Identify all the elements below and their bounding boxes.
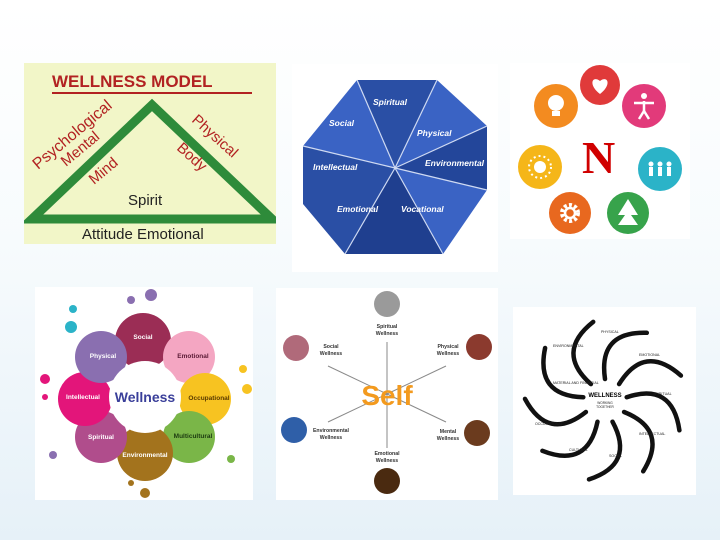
segment-social xyxy=(303,80,395,168)
octagon-label-spiritual: Spiritual xyxy=(373,97,408,107)
bubble-intellectual xyxy=(58,372,112,426)
pinwheel-arc xyxy=(621,409,655,474)
sun-icon xyxy=(528,155,552,179)
pinwheel-label-spiritual: SPIRITUAL xyxy=(653,392,672,396)
bubble-label-occupational: Occupational xyxy=(188,395,229,402)
bubble-label-multicultural: Multicultural xyxy=(174,433,213,440)
pinwheel-arc xyxy=(541,345,586,400)
bubble-multicultural xyxy=(163,411,215,463)
self-label-physical-2: Wellness xyxy=(437,351,460,357)
segment-physical xyxy=(395,80,487,168)
octagon-label-physical: Physical xyxy=(417,128,452,138)
person-icon xyxy=(634,93,654,120)
model-title: WELLNESS MODEL xyxy=(52,72,213,91)
bubble-wellness-panel: Wellness Social Emotional Occupational M… xyxy=(35,287,253,500)
pinwheel-arc xyxy=(540,419,600,458)
segment-vocational xyxy=(395,168,487,254)
tree-icon xyxy=(618,199,638,225)
octagon-wheel-panel: Spiritual Physical Environmental Vocatio… xyxy=(292,64,498,272)
bubble-label-physical: Physical xyxy=(90,353,117,360)
emotional-photo xyxy=(374,468,400,494)
self-label-physical-1: Physical xyxy=(437,344,459,350)
segment-emotional xyxy=(345,168,443,254)
model-base: Spirit xyxy=(128,192,163,209)
pinwheel-center-title: WELLNESS xyxy=(588,393,621,399)
people-icon xyxy=(648,161,672,176)
bubble-label-environmental: Environmental xyxy=(122,452,167,459)
pinwheel-arc xyxy=(601,330,650,382)
decorative-dots xyxy=(40,289,252,498)
self-label-spiritual-1: Spiritual xyxy=(377,324,398,330)
pinwheel-arc xyxy=(616,359,684,387)
self-label-emotional-2: Wellness xyxy=(376,458,399,464)
pinwheel-arc xyxy=(571,319,596,387)
bubble-social xyxy=(115,313,171,369)
mental-photo xyxy=(464,420,490,446)
self-label-environmental-2: Wellness xyxy=(320,435,343,441)
bubble-label-spiritual: Spiritual xyxy=(88,434,114,441)
pinwheel-arc xyxy=(624,391,682,433)
nebraska-ring-panel: N xyxy=(510,63,690,239)
octagon-label-emotional: Emotional xyxy=(337,204,379,214)
segment-intellectual xyxy=(303,146,395,254)
gear-icon xyxy=(560,203,580,223)
self-label-mental-1: Mental xyxy=(440,429,457,435)
pinwheel-center-sub-1: WORKING xyxy=(597,401,613,405)
self-center-label: Self xyxy=(361,380,413,411)
bubble-environmental xyxy=(117,425,173,481)
pinwheel-arcs xyxy=(522,319,684,482)
bubble-emotional xyxy=(163,331,215,383)
social-photo xyxy=(283,335,309,361)
bubble-label-social: Social xyxy=(133,334,152,341)
pinwheel-arc xyxy=(522,396,589,427)
octagon-label-vocational: Vocational xyxy=(401,204,444,214)
wellness-model-panel: WELLNESS MODEL Psychological Mental Mind… xyxy=(24,63,276,244)
bubble-physical xyxy=(75,331,127,383)
bubble-label-intellectual: Intellectual xyxy=(66,394,100,401)
pinwheel-center-sub-2: TOGETHER xyxy=(596,405,614,409)
bubble-label-emotional: Emotional xyxy=(177,353,209,360)
pinwheel-label-physical: PHYSICAL xyxy=(601,330,619,334)
pinwheel-label-intellectual: INTELLECTUAL xyxy=(639,432,665,436)
self-label-environmental-1: Environmental xyxy=(313,428,350,434)
pinwheel-label-material: MATERIAL AND FINANCIAL xyxy=(553,381,599,385)
environmental-photo xyxy=(281,417,307,443)
self-label-mental-2: Wellness xyxy=(437,436,460,442)
nebraska-n-logo: N xyxy=(582,132,615,183)
model-right-inner: Body xyxy=(173,139,210,175)
octagon-label-social: Social xyxy=(329,118,355,128)
pinwheel-label-environmental: ENVIRONMENTAL xyxy=(553,344,584,348)
spokes xyxy=(327,342,447,448)
pinwheel-label-social: SOCIAL xyxy=(609,454,622,458)
octagon-label-intellectual: Intellectual xyxy=(313,162,358,172)
bubble-center-label: Wellness xyxy=(115,389,176,405)
bubble-center xyxy=(109,361,181,433)
segment-spiritual xyxy=(357,80,437,168)
pinwheel-label-occupational: OCCUPATIONAL xyxy=(535,422,563,426)
gear-badge xyxy=(549,192,591,234)
bubble-ring xyxy=(58,313,231,481)
pinwheel-panel: WELLNESS WORKING TOGETHER PHYSICAL EMOTI… xyxy=(513,307,696,495)
segment-environmental xyxy=(395,126,487,190)
pinwheel-arc xyxy=(586,419,623,482)
octagon-label-environmental: Environmental xyxy=(425,158,485,168)
pinwheel-label-cultural: CULTURAL xyxy=(569,448,588,452)
self-label-social-2: Wellness xyxy=(320,351,343,357)
self-label-spiritual-2: Wellness xyxy=(376,331,399,337)
heart-icon xyxy=(592,79,608,94)
spiritual-photo xyxy=(374,291,400,317)
self-label-emotional-1: Emotional xyxy=(374,451,400,457)
pinwheel-label-emotional: EMOTIONAL xyxy=(639,353,660,357)
self-label-social-1: Social xyxy=(323,344,339,350)
model-bottom: Attitude Emotional xyxy=(82,226,204,243)
self-diagram-panel: Self Spiritual Wellness Physical Wellnes… xyxy=(276,288,498,500)
lightbulb-icon xyxy=(547,95,564,116)
physical-photo xyxy=(466,334,492,360)
